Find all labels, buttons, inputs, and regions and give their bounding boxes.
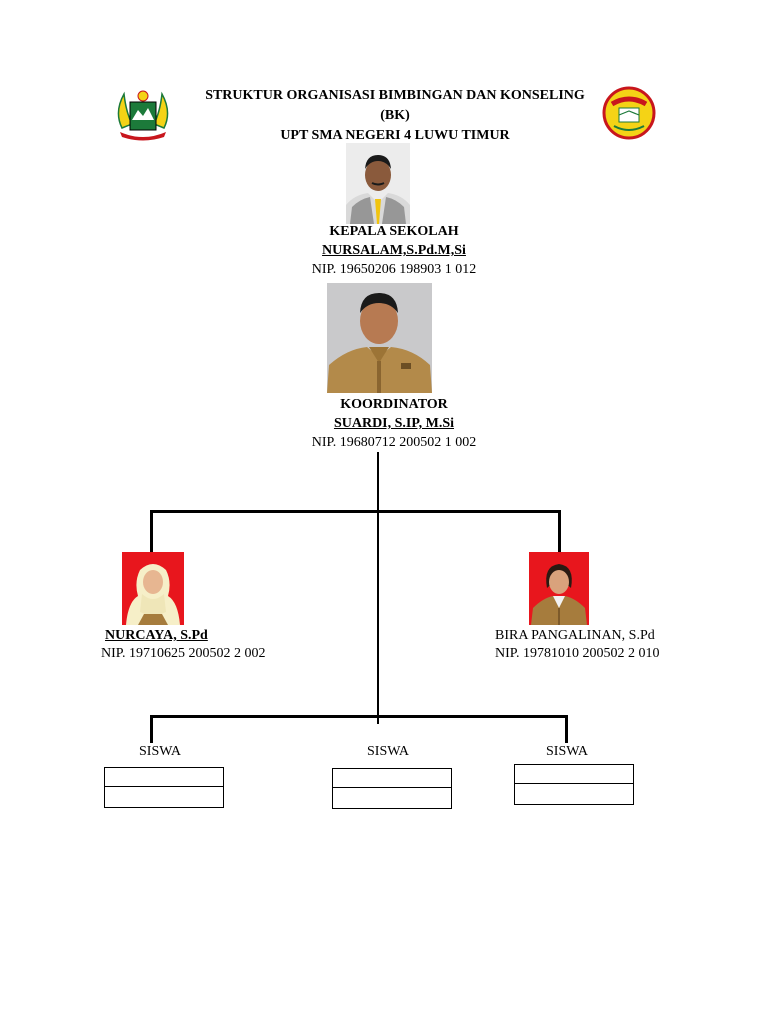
counselor-branch-line (150, 510, 561, 513)
coordinator-photo (327, 283, 432, 393)
coordinator-nip: NIP. 19680712 200502 1 002 (311, 435, 477, 450)
student-left-drop (150, 715, 153, 743)
counselor-left-nip: NIP. 19710625 200502 2 002 (101, 646, 266, 661)
right-school-logo (602, 86, 656, 140)
title-line-1: STRUKTUR ORGANISASI BIMBINGAN DAN KONSEL… (205, 88, 585, 103)
title-line-2: (BK) (380, 108, 410, 123)
principal-nip: NIP. 19650206 198903 1 012 (311, 262, 477, 277)
student-branch-line (150, 715, 568, 718)
left-branch-drop (150, 510, 153, 552)
right-branch-drop (558, 510, 561, 552)
student-box-2-row (333, 788, 451, 807)
student-box-1-row (105, 768, 223, 787)
coordinator-name: SUARDI, S.IP, M.Si (333, 416, 455, 431)
trunk-line (377, 452, 379, 724)
student-box-1-row (105, 787, 223, 806)
principal-name: NURSALAM,S.Pd.M,Si (322, 243, 466, 258)
principal-role: KEPALA SEKOLAH (329, 224, 459, 239)
student-box-2 (332, 768, 452, 809)
student-label-1: SISWA (139, 744, 182, 759)
counselor-right-name: BIRA PANGALINAN, S.Pd (495, 628, 655, 643)
page-title: STRUKTUR ORGANISASI BIMBINGAN DAN KONSEL… (150, 86, 640, 146)
counselor-right-nip: NIP. 19781010 200502 2 010 (495, 646, 660, 661)
student-box-3 (514, 764, 634, 805)
student-box-1 (104, 767, 224, 808)
student-box-2-row (333, 769, 451, 788)
counselor-right-photo (529, 552, 589, 625)
principal-photo (346, 143, 410, 224)
coordinator-role: KOORDINATOR (340, 397, 448, 412)
student-box-3-row (515, 784, 633, 803)
left-emblem-logo (112, 84, 174, 144)
student-label-3: SISWA (546, 744, 589, 759)
student-right-drop (565, 715, 568, 743)
counselor-left-name: NURCAYA, S.Pd (105, 628, 208, 643)
title-line-3: UPT SMA NEGERI 4 LUWU TIMUR (280, 128, 510, 143)
student-box-3-row (515, 765, 633, 784)
student-label-2: SISWA (367, 744, 410, 759)
counselor-left-photo (122, 552, 184, 625)
